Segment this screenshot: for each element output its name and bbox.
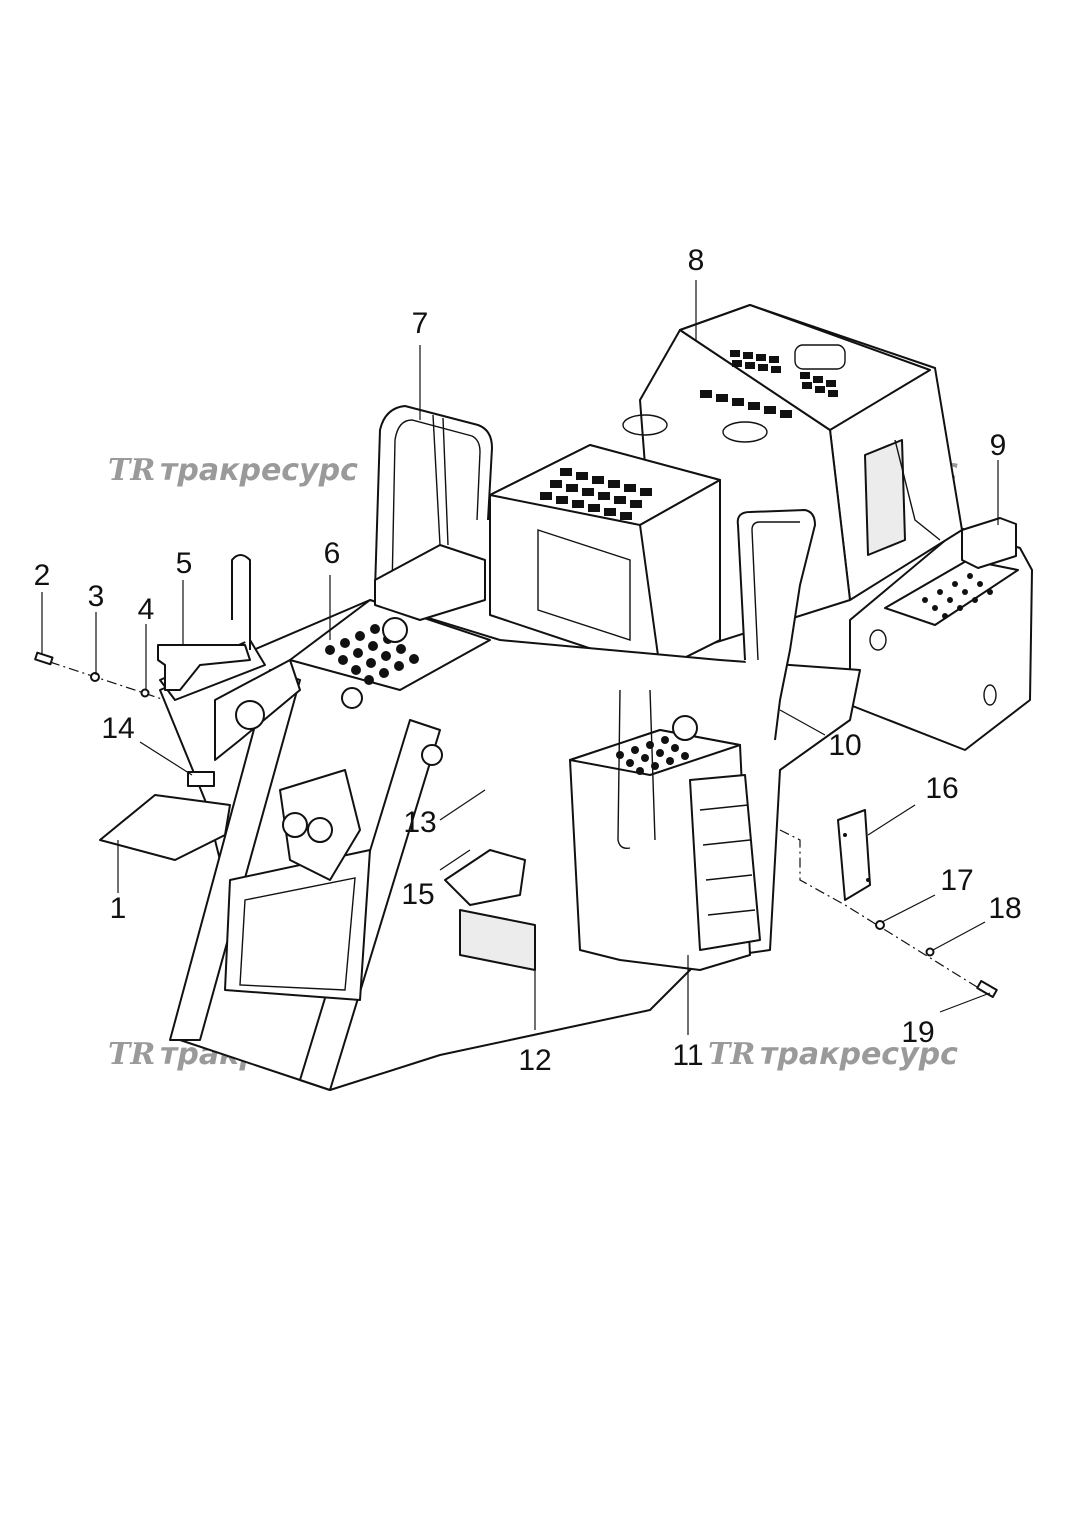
cover-plate [837, 809, 871, 901]
watermark-logo: TR [108, 1037, 155, 1072]
callout-labels: 1 2 3 4 5 6 7 8 9 10 11 12 13 14 15 16 1… [34, 244, 1022, 1077]
callout-18: 18 [988, 892, 1021, 925]
callout-4: 4 [138, 593, 155, 626]
callout-9: 9 [990, 429, 1007, 462]
callout-11: 11 [672, 1039, 703, 1072]
side-handrail [736, 509, 816, 741]
front-cabin-box [489, 414, 768, 671]
step-and-flap [444, 849, 536, 971]
loader-tower [159, 554, 443, 1091]
watermark-text: тракресурс [760, 1037, 958, 1072]
callout-17: 17 [940, 864, 973, 897]
callout-3: 3 [88, 580, 105, 613]
rear-counterweight-module [849, 517, 1033, 751]
callout-7: 7 [412, 307, 429, 340]
callout-12: 12 [518, 1044, 551, 1077]
handrail-with-step [374, 405, 493, 621]
watermark-text: тракресурс [160, 453, 358, 488]
mount-bracket [157, 644, 251, 691]
watermark-bottom-right: TR тракресурс [708, 1037, 958, 1072]
rear-step-holes [922, 573, 993, 619]
callout-14: 14 [101, 712, 134, 745]
hood-vent-grilles [700, 350, 838, 418]
callout-10: 10 [828, 729, 861, 762]
callout-15: 15 [401, 878, 434, 911]
callout-8: 8 [688, 244, 705, 277]
callout-6: 6 [324, 537, 341, 570]
right-fastener-stack [779, 829, 998, 998]
callout-1: 1 [110, 892, 127, 925]
watermark-logo: TR [108, 453, 155, 488]
callout-5: 5 [176, 547, 193, 580]
watermark-logo: TR [708, 1037, 755, 1072]
callout-2: 2 [34, 559, 51, 592]
side-tank [569, 689, 761, 971]
cabin-vent-grilles [540, 468, 652, 520]
fender-plate [99, 771, 231, 861]
callout-19: 19 [901, 1016, 934, 1049]
left-fastener-stack [34, 651, 166, 701]
callout-13: 13 [403, 806, 436, 839]
callout-16: 16 [925, 772, 958, 805]
leader-lines [41, 280, 999, 1035]
watermark-top-left: TR тракресурс [108, 453, 358, 488]
